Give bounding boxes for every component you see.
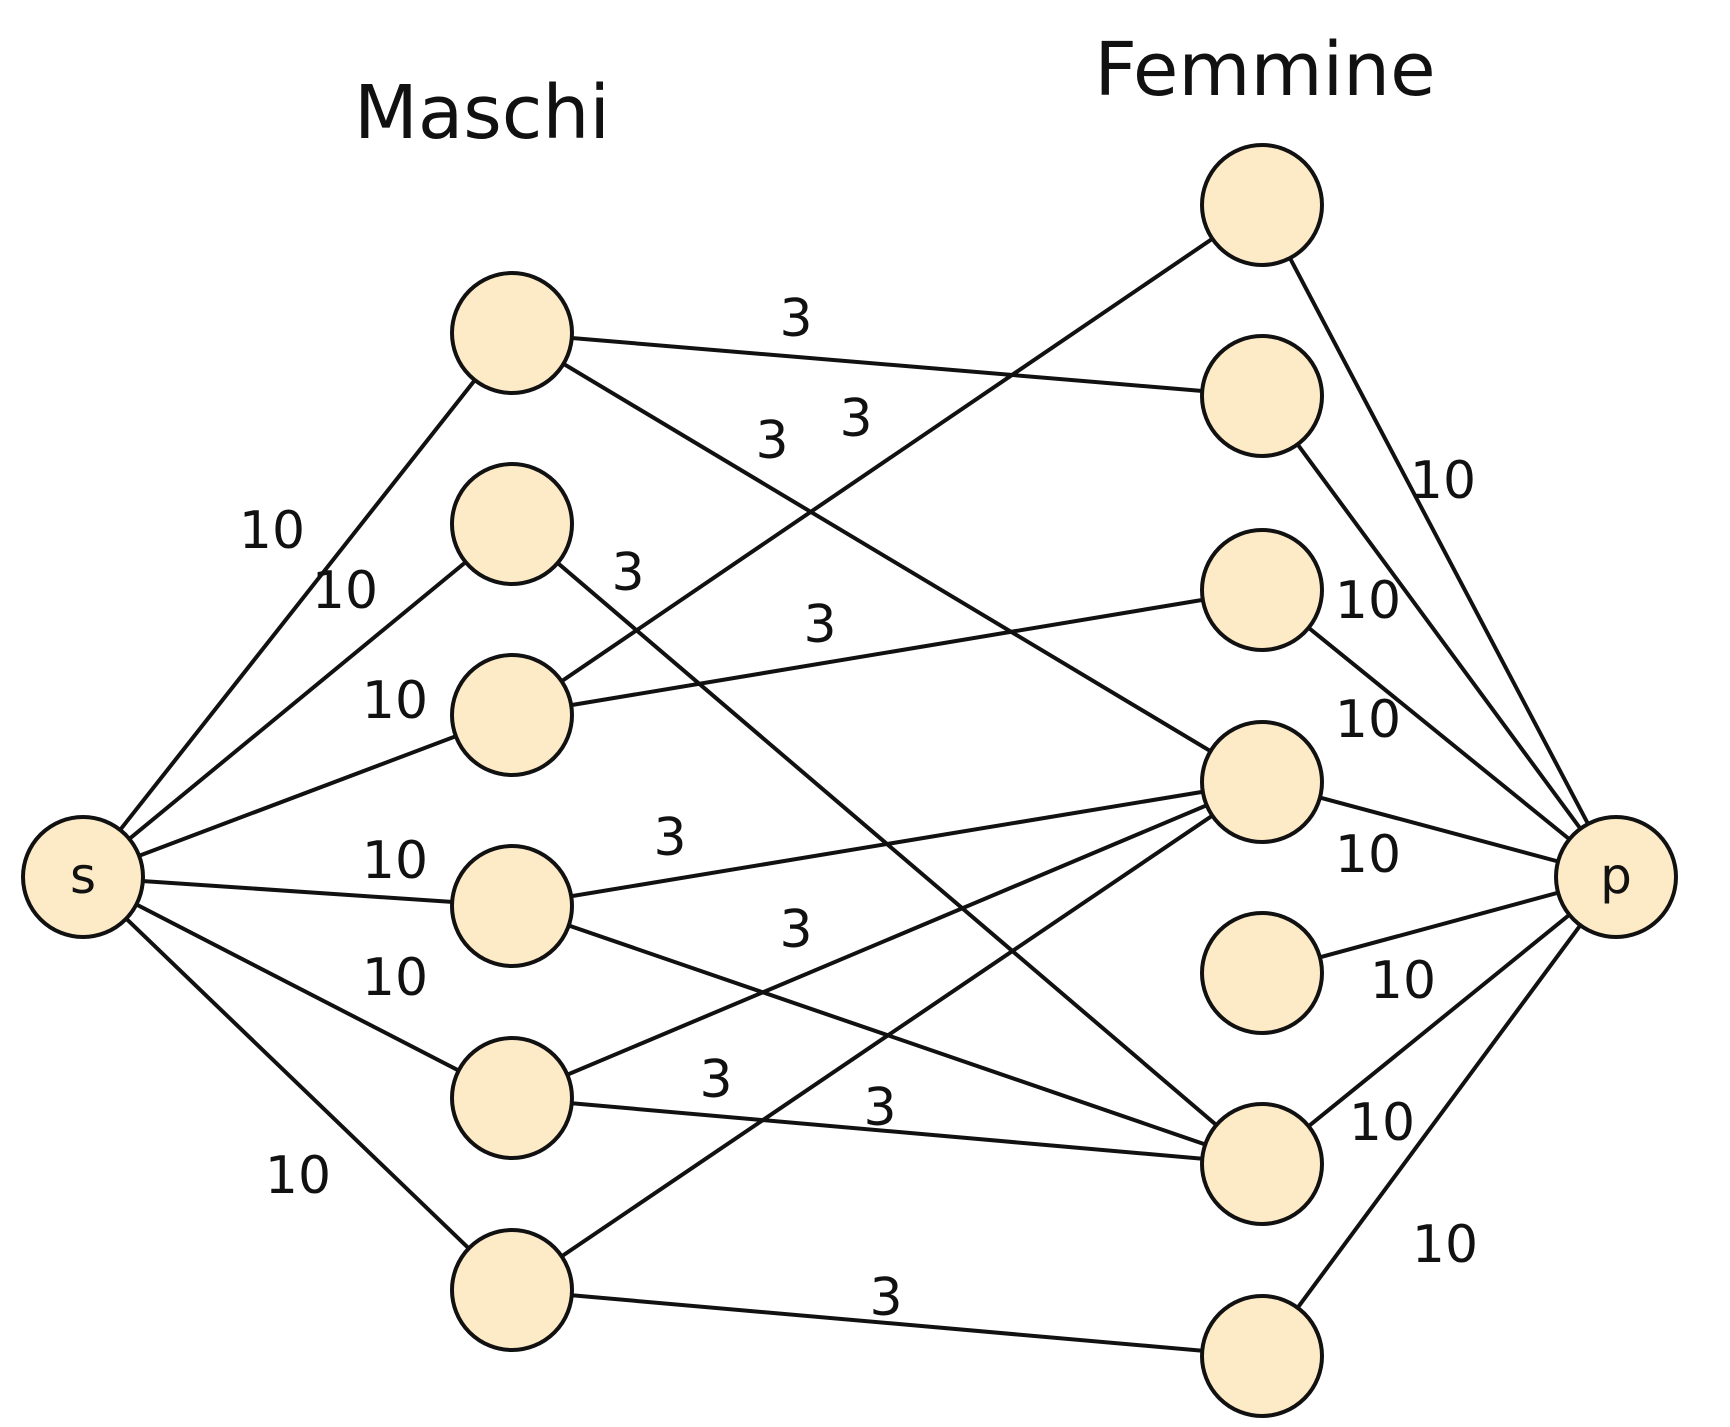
node-f1 bbox=[1200, 143, 1324, 267]
node-m4 bbox=[450, 844, 574, 968]
node-m1 bbox=[450, 271, 574, 395]
femmine-title: Femmine bbox=[1094, 27, 1435, 113]
edge-label-f2-p: 10 bbox=[1335, 571, 1401, 631]
edge-label-m4-f6: 3 bbox=[779, 900, 812, 960]
edge-label-s-m3: 10 bbox=[362, 671, 428, 731]
edge-f3-p bbox=[1260, 588, 1618, 879]
edge-m5-f6 bbox=[511, 1096, 1263, 1166]
edge-m1-f2 bbox=[511, 331, 1263, 398]
edge-label-s-m4: 10 bbox=[362, 831, 428, 891]
edge-label-s-m5: 10 bbox=[362, 948, 428, 1008]
edge-label-m3-f1: 3 bbox=[839, 389, 872, 449]
node-f5 bbox=[1200, 911, 1324, 1035]
edge-label-f7-p: 10 bbox=[1412, 1215, 1478, 1275]
node-m6 bbox=[450, 1228, 574, 1352]
node-f6 bbox=[1200, 1102, 1324, 1226]
edge-m4-f4 bbox=[511, 780, 1263, 908]
edge-label-m5-f4: 3 bbox=[699, 1050, 732, 1110]
edge-label-s-m1: 10 bbox=[239, 501, 305, 561]
edge-m5-f4 bbox=[511, 780, 1263, 1100]
node-m3 bbox=[450, 653, 574, 777]
node-f4 bbox=[1200, 720, 1324, 844]
edge-label-s-m6: 10 bbox=[265, 1146, 331, 1206]
edge-f2-p bbox=[1260, 394, 1618, 879]
edge-label-f5-p: 10 bbox=[1370, 951, 1436, 1011]
node-s bbox=[21, 815, 145, 939]
edge-f6-p bbox=[1260, 875, 1618, 1166]
edge-label-f3-p: 10 bbox=[1335, 690, 1401, 750]
edge-m1-f4 bbox=[510, 331, 1264, 784]
node-m5 bbox=[450, 1036, 574, 1160]
node-f3 bbox=[1200, 528, 1324, 652]
node-label-s: s bbox=[70, 847, 96, 905]
edge-label-m3-f3: 3 bbox=[803, 595, 836, 655]
edge-label-m2-f6: 3 bbox=[611, 543, 644, 603]
edge-f1-p bbox=[1260, 204, 1618, 878]
edge-label-m4-f4: 3 bbox=[653, 808, 686, 868]
edge-label-m5-f6: 3 bbox=[863, 1078, 896, 1138]
edge-label-s-m2: 10 bbox=[312, 561, 378, 621]
edge-f7-p bbox=[1260, 875, 1618, 1358]
edge-s-m1 bbox=[81, 331, 514, 879]
node-label-p: p bbox=[1600, 847, 1632, 905]
edge-m6-f7 bbox=[511, 1288, 1263, 1358]
edge-label-f4-p: 10 bbox=[1335, 825, 1401, 885]
maschi-title: Maschi bbox=[354, 70, 610, 156]
edge-label-m1-f2: 3 bbox=[779, 289, 812, 349]
node-p bbox=[1554, 815, 1678, 939]
node-f7 bbox=[1200, 1294, 1324, 1418]
edge-label-f1-p: 10 bbox=[1410, 451, 1476, 511]
edge-m6-f4 bbox=[510, 780, 1264, 1292]
node-m2 bbox=[450, 462, 574, 586]
edge-m3-f1 bbox=[510, 203, 1264, 717]
edges-layer bbox=[81, 203, 1618, 1358]
edge-s-m3 bbox=[82, 713, 513, 879]
edge-label-m6-f7: 3 bbox=[869, 1268, 902, 1328]
edge-s-m5 bbox=[82, 875, 513, 1100]
edge-label-m1-f4: 3 bbox=[755, 411, 788, 471]
node-f2 bbox=[1200, 334, 1324, 458]
edge-s-m4 bbox=[82, 875, 513, 908]
edge-label-f6-p: 10 bbox=[1349, 1093, 1415, 1153]
edge-s-m6 bbox=[81, 875, 514, 1292]
edge-s-m2 bbox=[81, 522, 514, 879]
edge-m3-f3 bbox=[511, 588, 1263, 717]
